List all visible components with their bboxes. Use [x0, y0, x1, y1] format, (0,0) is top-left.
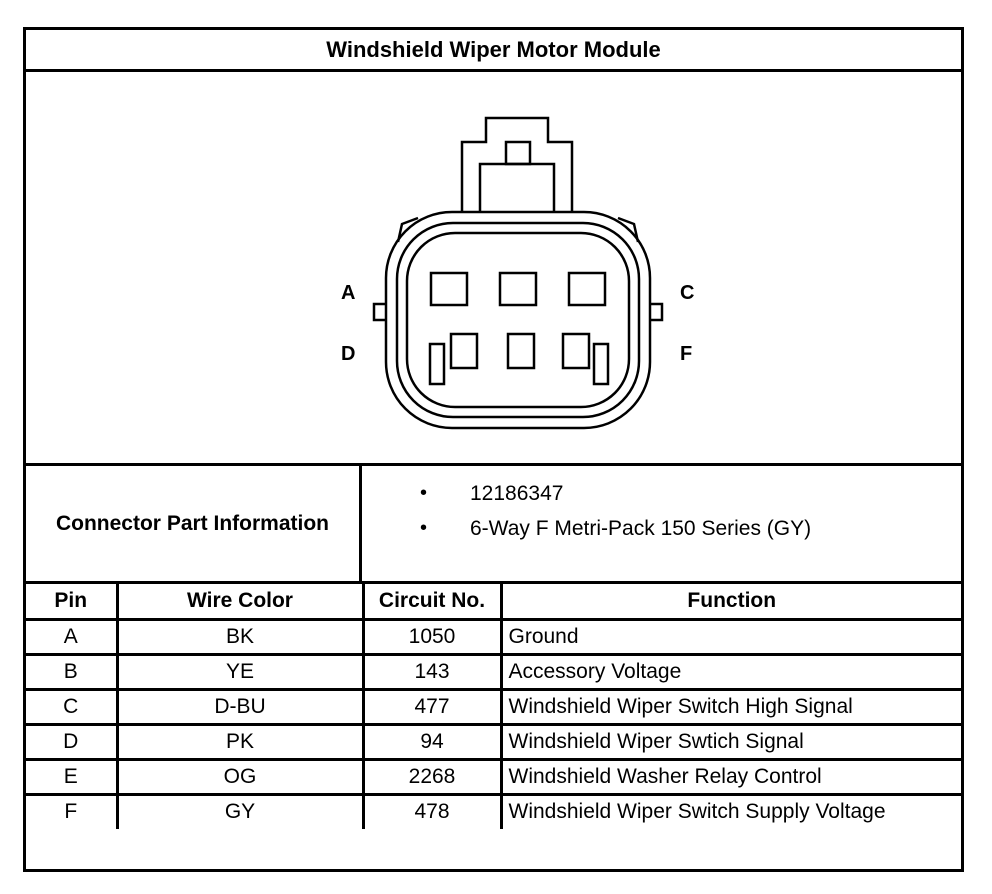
cell-wire-color: PK: [115, 722, 365, 761]
ear-right: [617, 216, 640, 243]
pin-label-f: F: [680, 343, 693, 365]
header-function: Function: [499, 584, 961, 621]
table-row: F GY 478 Windshield Wiper Switch Supply …: [26, 792, 961, 829]
cell-wire-color: YE: [115, 652, 365, 691]
terminal-e: [506, 332, 536, 370]
ear-left: [396, 216, 419, 243]
cell-wire-color: GY: [115, 792, 365, 829]
cell-wire-color: OG: [115, 757, 365, 796]
latch-outline: [460, 116, 574, 212]
bullet-icon: •: [420, 517, 428, 539]
table-row: D PK 94 Windshield Wiper Swtich Signal: [26, 722, 961, 761]
table-row: C D-BU 477 Windshield Wiper Switch High …: [26, 687, 961, 726]
cell-pin: B: [26, 652, 119, 691]
cell-function: Windshield Washer Relay Control: [499, 757, 961, 796]
connector-document: Windshield Wiper Motor Module: [23, 27, 964, 872]
cell-circuit-no: 2268: [361, 757, 503, 796]
table-row: A BK 1050 Ground: [26, 617, 961, 656]
cell-circuit-no: 1050: [361, 617, 503, 656]
terminal-d: [449, 332, 479, 370]
table-row: B YE 143 Accessory Voltage: [26, 652, 961, 691]
cell-circuit-no: 143: [361, 652, 503, 691]
terminal-c: [567, 271, 607, 307]
list-item: • 12186347: [362, 476, 961, 511]
cell-wire-color: BK: [115, 617, 365, 656]
cell-wire-color: D-BU: [115, 687, 365, 726]
cell-circuit-no: 478: [361, 792, 503, 829]
connector-diagram: A C D F: [26, 72, 961, 466]
latch-tab: [504, 140, 532, 166]
header-wire-color: Wire Color: [115, 584, 365, 621]
connector-description: 6-Way F Metri-Pack 150 Series (GY): [470, 517, 812, 540]
cell-pin: A: [26, 617, 119, 656]
bullet-icon: •: [420, 482, 428, 504]
terminal-b: [498, 271, 538, 307]
list-item: • 6-Way F Metri-Pack 150 Series (GY): [362, 511, 961, 546]
pin-label-a: A: [341, 282, 356, 304]
cell-function: Windshield Wiper Switch High Signal: [499, 687, 961, 726]
part-number: 12186347: [470, 482, 564, 505]
connector-body-inner: [405, 231, 631, 409]
key-right: [650, 302, 664, 322]
terminal-a: [429, 271, 469, 307]
pinout-table: Pin Wire Color Circuit No. Function A BK…: [26, 584, 961, 829]
cell-pin: D: [26, 722, 119, 761]
cell-function: Windshield Wiper Switch Supply Voltage: [499, 792, 961, 829]
table-header-row: Pin Wire Color Circuit No. Function: [26, 584, 961, 621]
connector-info-list: • 12186347 • 6-Way F Metri-Pack 150 Seri…: [362, 476, 961, 546]
lock-right: [592, 342, 610, 386]
pin-label-c: C: [680, 282, 695, 304]
cell-pin: F: [26, 792, 119, 829]
connector-body-middle: [395, 221, 641, 419]
connector-info-label: Connector Part Information: [26, 466, 362, 581]
cell-function: Accessory Voltage: [499, 652, 961, 691]
latch-inner: [478, 162, 556, 212]
cell-pin: E: [26, 757, 119, 796]
key-left: [372, 302, 386, 322]
document-title: Windshield Wiper Motor Module: [26, 30, 961, 72]
terminal-f: [561, 332, 591, 370]
cell-circuit-no: 94: [361, 722, 503, 761]
header-circuit-no: Circuit No.: [361, 584, 503, 621]
connector-part-info: Connector Part Information • 12186347 • …: [26, 466, 961, 584]
cell-function: Ground: [499, 617, 961, 656]
cell-pin: C: [26, 687, 119, 726]
header-pin: Pin: [26, 584, 119, 621]
cell-circuit-no: 477: [361, 687, 503, 726]
lock-left: [428, 342, 446, 386]
cell-function: Windshield Wiper Swtich Signal: [499, 722, 961, 761]
table-row: E OG 2268 Windshield Washer Relay Contro…: [26, 757, 961, 796]
connector-face-drawing: [372, 116, 664, 430]
pin-label-d: D: [341, 343, 356, 365]
